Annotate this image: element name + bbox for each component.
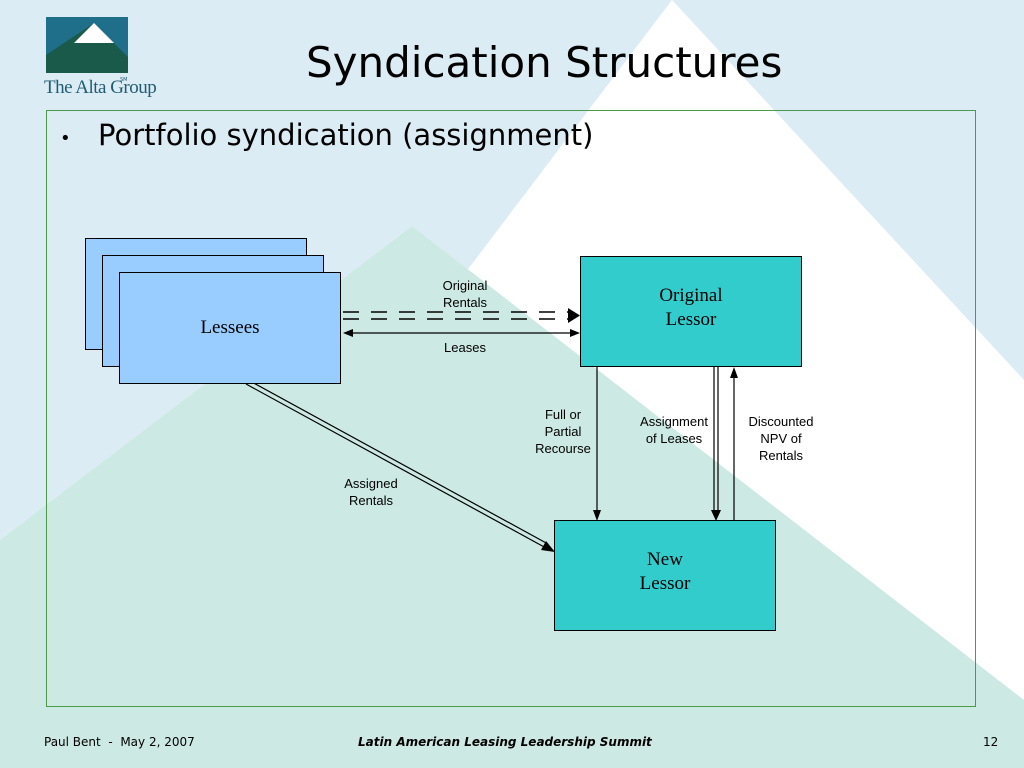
logo-text: The Alta Group xyxy=(44,77,157,98)
slide-title: Syndication Structures xyxy=(306,38,783,87)
original-lessor-label: Original Lessor xyxy=(659,285,723,330)
original-rentals-arrow xyxy=(343,308,580,323)
bullet-text: Portfolio syndication (assignment) xyxy=(98,118,594,152)
footer-author-date: Paul Bent - May 2, 2007 xyxy=(44,735,195,749)
page-number: 12 xyxy=(983,735,999,749)
recourse-label: Full or Partial Recourse xyxy=(535,407,591,456)
content-frame xyxy=(46,110,976,707)
alta-group-logo: The Alta Group SM xyxy=(44,15,157,107)
new-lessor-box: New Lessor xyxy=(554,520,776,631)
assignment-of-leases-arrow xyxy=(711,367,721,521)
assigned-rentals-arrow xyxy=(245,380,555,552)
lessees-label: Lessees xyxy=(200,317,260,338)
discounted-npv-label: Discounted NPV of Rentals xyxy=(748,414,814,463)
assignment-of-leases-label: Assignment of Leases xyxy=(640,414,708,446)
recourse-arrow xyxy=(593,367,601,521)
leases-arrow xyxy=(343,329,580,337)
logo-service-mark: SM xyxy=(120,77,128,83)
leases-label: Leases xyxy=(444,340,486,355)
logo-mountain-icon xyxy=(46,17,128,73)
discounted-npv-arrow xyxy=(730,367,738,520)
original-lessor-box: Original Lessor xyxy=(580,256,802,367)
lessees-box: Lessees xyxy=(119,272,341,384)
assigned-rentals-label: Assigned Rentals xyxy=(344,476,398,508)
original-rentals-label: Original Rentals xyxy=(442,278,488,310)
footer-event-title: Latin American Leasing Leadership Summit xyxy=(358,735,652,749)
new-lessor-label: New Lessor xyxy=(639,549,691,594)
bullet-icon: • xyxy=(60,128,71,149)
